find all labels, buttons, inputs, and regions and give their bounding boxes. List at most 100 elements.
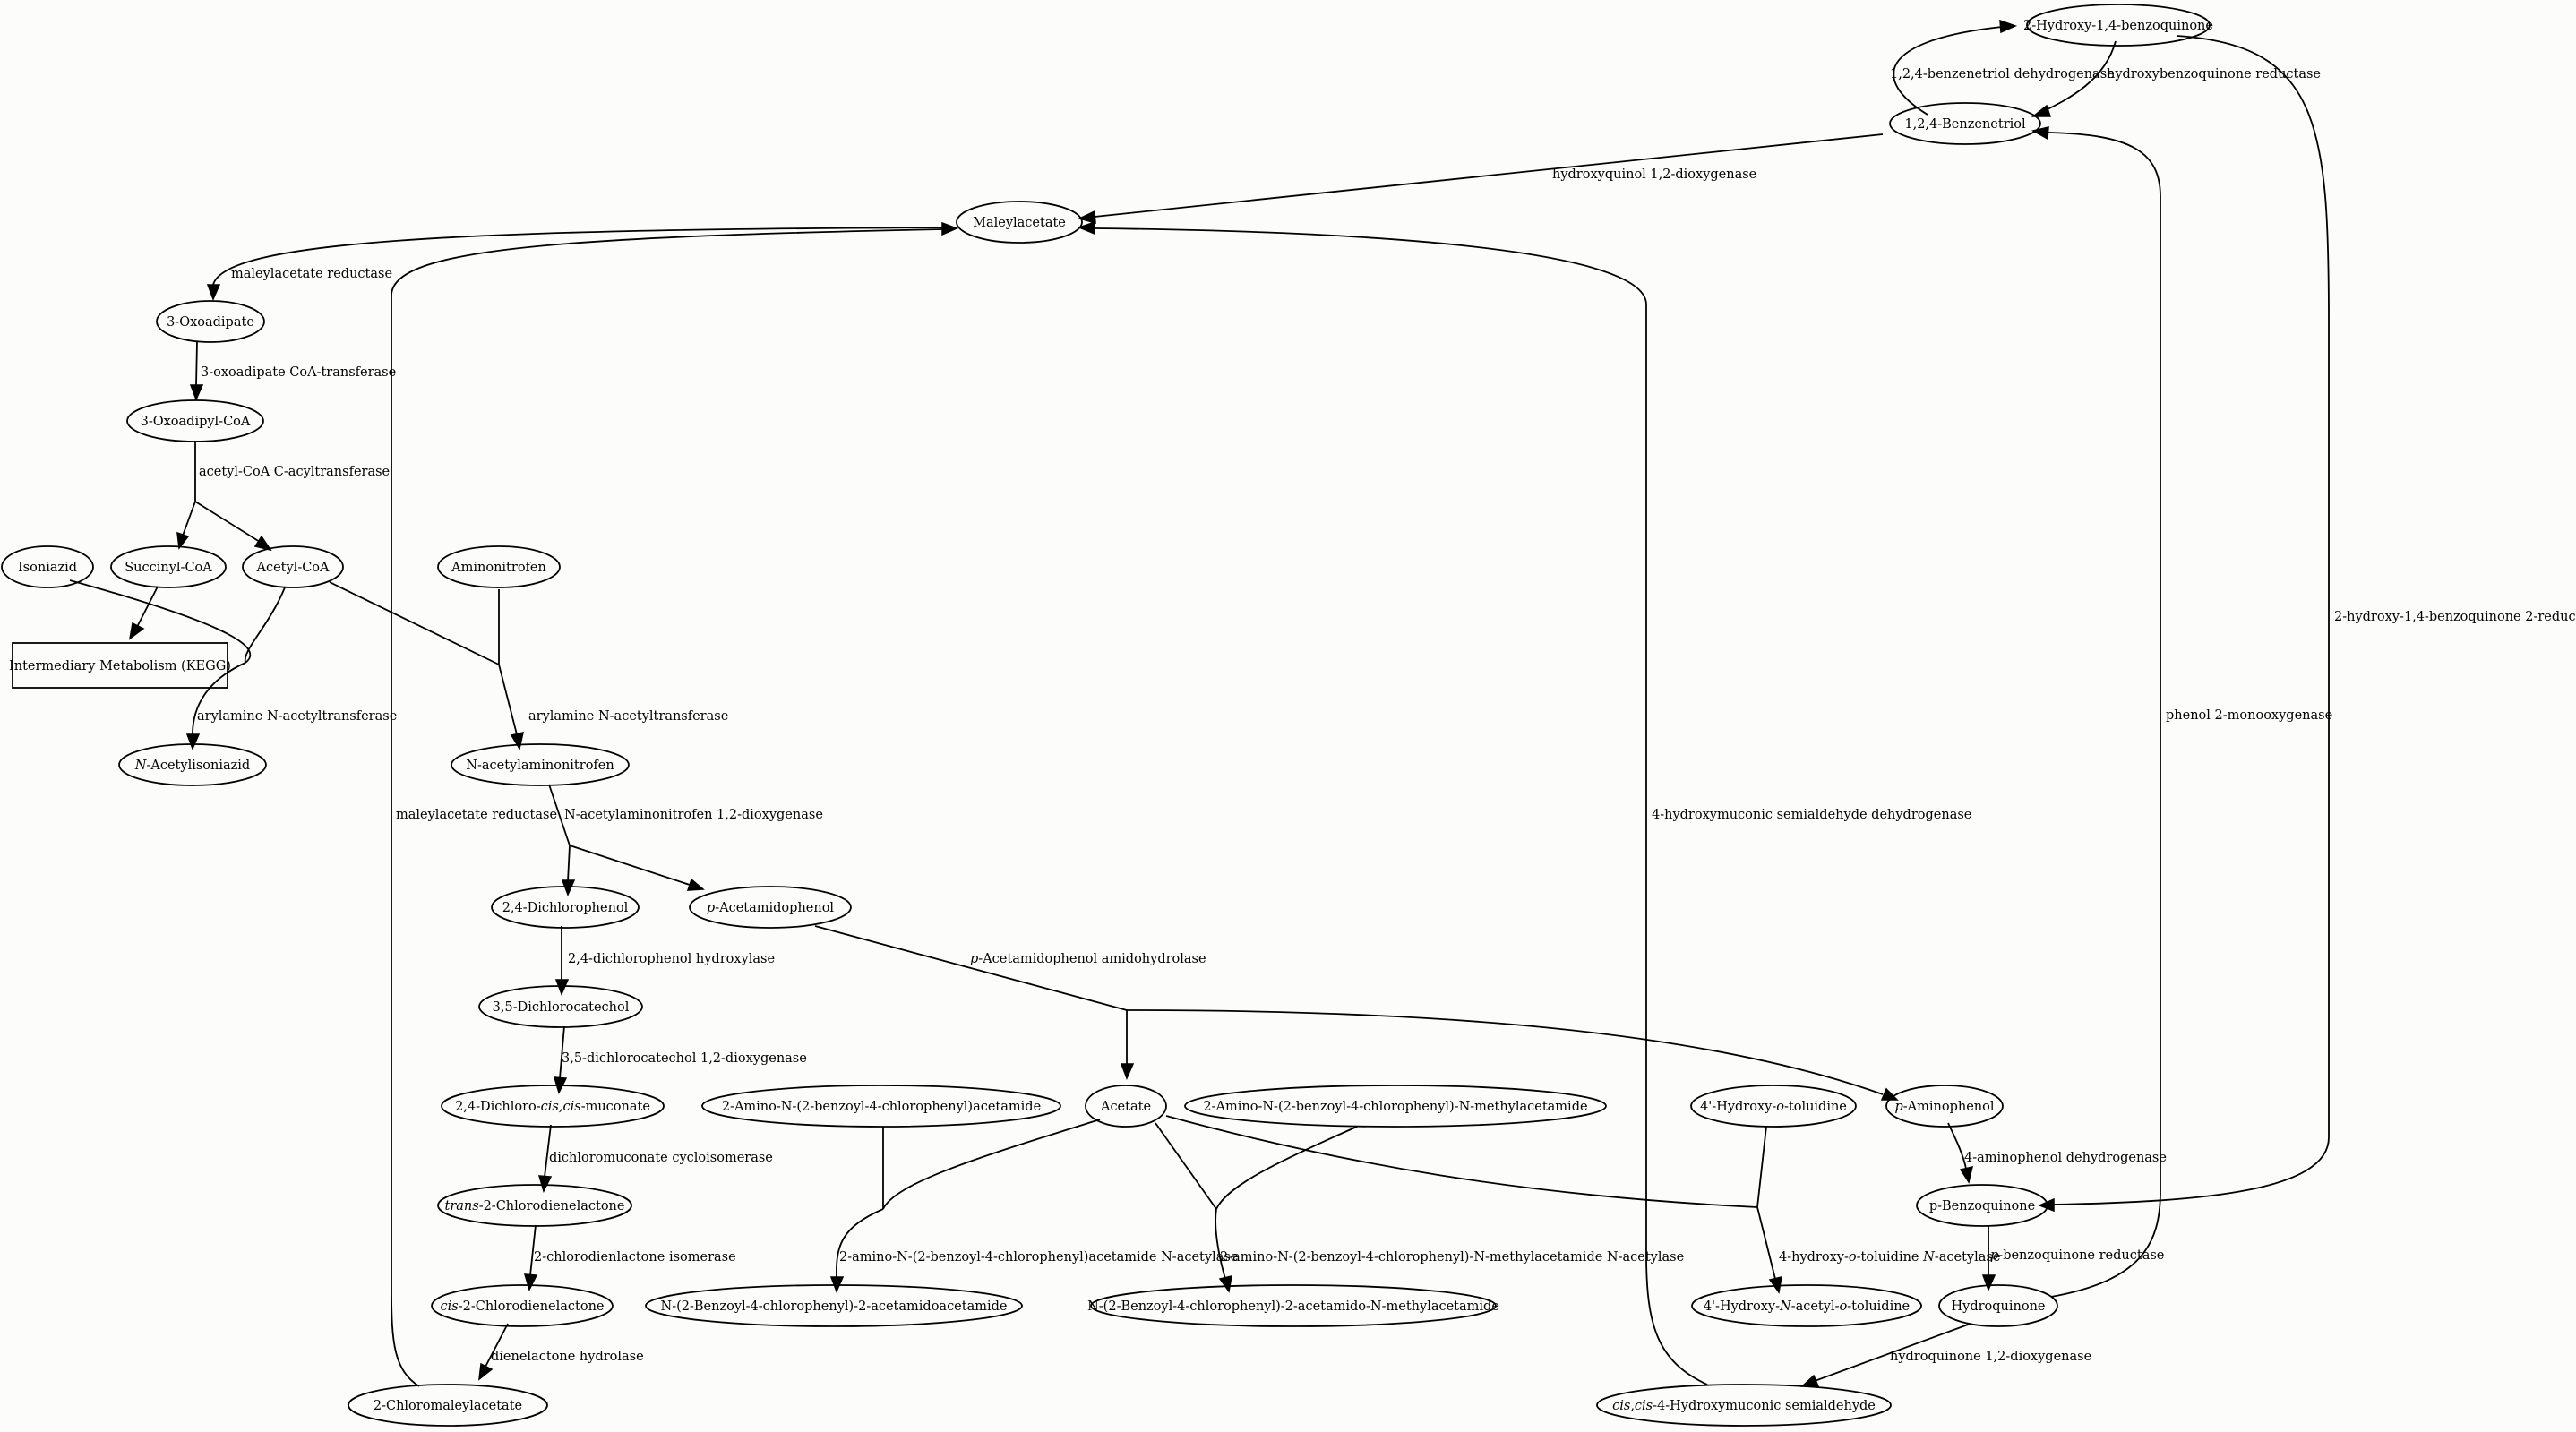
- label-part: hydroquinone 1,2-dioxygenase: [1890, 1350, 2091, 1364]
- label-part: -2-Chlorodienelactone: [479, 1199, 625, 1213]
- node-aminomethylacetamide: 2-Amino-N-(2-benzoyl-4-chlorophenyl)-N-m…: [1184, 1085, 1607, 1128]
- label-italic-part: N: [134, 759, 148, 773]
- node-pbenzoquinone: p-Benzoquinone: [1916, 1184, 2048, 1227]
- node-dichlorophenol: 2,4-Dichlorophenol: [491, 886, 640, 929]
- node-succinylcoa: Succinyl-CoA: [110, 545, 227, 588]
- label-part: phenol 2-monooxygenase: [2166, 708, 2332, 723]
- label-part: -toluidine: [1847, 1299, 1910, 1314]
- svg-text:1,2,4-Benzenetriol: 1,2,4-Benzenetriol: [1904, 117, 2026, 132]
- nodes: 2-Hydroxy-1,4-benzoquinone 1,2,4-Benzene…: [1, 4, 2213, 1427]
- label-part: Isoniazid: [18, 561, 77, 575]
- label-part: 3,5-dichlorocatechol 1,2-dioxygenase: [562, 1051, 807, 1066]
- edge-label: hydroquinone 1,2-dioxygenase: [1890, 1350, 2091, 1364]
- label-part: acetyl-CoA C-acyltransferase: [199, 465, 390, 479]
- edge-label: maleylacetate reductase: [396, 808, 557, 822]
- node-cischlorodienelactone: cis-2-Chlorodienelactone: [431, 1284, 614, 1327]
- edge-hydroxybenzoquinone-to-pbenzoquinone: [2038, 35, 2330, 1213]
- svg-text:hydroquinone 1,2-dioxygenase: hydroquinone 1,2-dioxygenase: [1890, 1350, 2091, 1364]
- svg-text:p-Aminophenol: p-Aminophenol: [1894, 1100, 1994, 1114]
- node-dichloromuconate: 2,4-Dichloro-cis,cis-muconate: [441, 1085, 665, 1128]
- edges: 1,2,4-benzenetriol dehydrogenase hydroxy…: [69, 19, 2576, 1387]
- svg-text:Intermediary Metabolism (KEGG): Intermediary Metabolism (KEGG): [9, 659, 231, 673]
- svg-text:p-Acetamidophenol: p-Acetamidophenol: [707, 901, 835, 915]
- svg-text:2-chlorodienlactone isomerase: 2-chlorodienlactone isomerase: [534, 1250, 736, 1265]
- svg-text:2-hydroxy-1,4-benzoquinone 2-r: 2-hydroxy-1,4-benzoquinone 2-reductase: [2334, 610, 2576, 624]
- edge-label: phenol 2-monooxygenase: [2166, 708, 2332, 723]
- svg-text:2-Hydroxy-1,4-benzoquinone: 2-Hydroxy-1,4-benzoquinone: [2023, 19, 2213, 33]
- svg-text:p-Acetamidophenol amidohydrola: p-Acetamidophenol amidohydrolase: [970, 952, 1206, 966]
- edge-label: dienelactone hydrolase: [491, 1350, 644, 1364]
- svg-text:Succinyl-CoA: Succinyl-CoA: [125, 561, 212, 575]
- label-italic-part: cis,cis: [1612, 1399, 1653, 1413]
- edge-hydroxymuconic-to-maleylacetate: [1077, 220, 1708, 1385]
- node-hydroquinone: Hydroquinone: [1938, 1284, 2058, 1327]
- label-part: 2-Chloromaleylacetate: [374, 1399, 522, 1413]
- node-maleylacetate: Maleylacetate: [956, 201, 1083, 244]
- svg-text:dienelactone hydrolase: dienelactone hydrolase: [491, 1350, 644, 1364]
- node-isoniazid: Isoniazid: [1, 545, 94, 588]
- edge-label: 4-aminophenol dehydrogenase: [1964, 1151, 2167, 1165]
- label-part: 2-Amino-N-(2-benzoyl-4-chlorophenyl)-N-m…: [1203, 1100, 1587, 1114]
- edge-label: arylamine N-acetyltransferase: [197, 709, 397, 724]
- edge-isoniazid-to-acetylisoniazid: [69, 579, 286, 750]
- edge-label: arylamine N-acetyltransferase: [528, 709, 728, 724]
- label-part: Intermediary Metabolism (KEGG): [9, 659, 231, 673]
- edge-label: 3,5-dichlorocatechol 1,2-dioxygenase: [562, 1051, 807, 1066]
- node-aminoacetamide: 2-Amino-N-(2-benzoyl-4-chlorophenyl)acet…: [701, 1085, 1061, 1128]
- svg-text:2-amino-N-(2-benzoyl-4-chlorop: 2-amino-N-(2-benzoyl-4-chlorophenyl)-N-m…: [1220, 1250, 1684, 1265]
- node-acetamidophenol: p-Acetamidophenol: [689, 886, 852, 929]
- edge-label: hydroxybenzoquinone reductase: [2107, 67, 2321, 81]
- edge-muconate-to-transchlorodienelactone: [537, 1124, 553, 1194]
- label-part: Acetyl-CoA: [255, 561, 330, 575]
- edge-benzoquinone-to-hydroquinone: [1981, 1225, 1996, 1291]
- node-hydroxybenzoquinone: 2-Hydroxy-1,4-benzoquinone: [2023, 4, 2213, 47]
- edge-acetamidophenol-split: [814, 925, 1899, 1101]
- svg-text:cis-2-Chlorodienelactone: cis-2-Chlorodienelactone: [441, 1299, 605, 1314]
- svg-text:3-Oxoadipyl-CoA: 3-Oxoadipyl-CoA: [141, 415, 251, 429]
- edge-aminophenol-to-benzoquinone: [1947, 1122, 1974, 1184]
- edge-aminoacetamide-acetylation: [829, 1119, 1101, 1293]
- edge-succinylcoa-to-kegg: [128, 586, 159, 640]
- svg-text:arylamine N-acetyltransferase: arylamine N-acetyltransferase: [528, 709, 728, 724]
- label-part: Aminonitrofen: [451, 561, 546, 575]
- node-acetamidoacetamide: N-(2-Benzoyl-4-chlorophenyl)-2-acetamido…: [645, 1284, 1023, 1327]
- label-part: 3-Oxoadipate: [167, 315, 254, 330]
- label-part: 4-aminophenol dehydrogenase: [1964, 1151, 2167, 1165]
- label-part: 2-hydroxy-1,4-benzoquinone 2-reductase: [2334, 610, 2576, 624]
- edge-label: dichloromuconate cycloisomerase: [549, 1151, 773, 1165]
- label-part: N-(2-Benzoyl-4-chlorophenyl)-2-acetamido…: [661, 1299, 1008, 1314]
- svg-text:4-aminophenol dehydrogenase: 4-aminophenol dehydrogenase: [1964, 1151, 2167, 1165]
- svg-text:N-Acetylisoniazid: N-Acetylisoniazid: [134, 759, 250, 773]
- label-part: -benzoquinone reductase: [1998, 1248, 2164, 1263]
- svg-text:3-oxoadipate CoA-transferase: 3-oxoadipate CoA-transferase: [201, 365, 396, 380]
- edge-oxoadipylcoa-split: [176, 441, 272, 552]
- node-acetylaminonitrofen: N-acetylaminonitrofen: [451, 743, 630, 786]
- label-part: 2-chlorodienlactone isomerase: [534, 1250, 736, 1265]
- label-part: dichloromuconate cycloisomerase: [549, 1151, 773, 1165]
- label-part: 4-hydroxymuconic semialdehyde dehydrogen…: [1652, 808, 1971, 822]
- svg-text:trans-2-Chlorodienelactone: trans-2-Chlorodienelactone: [445, 1199, 625, 1213]
- svg-text:Acetyl-CoA: Acetyl-CoA: [255, 561, 330, 575]
- svg-text:1,2,4-benzenetriol dehydrogena: 1,2,4-benzenetriol dehydrogenase: [1890, 67, 2115, 81]
- label-part: 4'-Hydroxy-: [1704, 1299, 1780, 1314]
- label-part: -2-Chlorodienelactone: [459, 1299, 605, 1314]
- node-acetate: Acetate: [1085, 1085, 1167, 1128]
- label-part: arylamine N-acetyltransferase: [197, 709, 397, 724]
- svg-text:N-(2-Benzoyl-4-chlorophenyl)-2: N-(2-Benzoyl-4-chlorophenyl)-2-acetamido…: [1087, 1299, 1499, 1314]
- node-transchlorodienelactone: trans-2-Chlorodienelactone: [437, 1184, 632, 1227]
- svg-text:acetyl-CoA C-acyltransferase: acetyl-CoA C-acyltransferase: [199, 465, 390, 479]
- svg-text:Hydroquinone: Hydroquinone: [1951, 1299, 2045, 1314]
- node-hydroxytoluidine: 4'-Hydroxy-o-toluidine: [1690, 1085, 1857, 1128]
- svg-text:phenol 2-monooxygenase: phenol 2-monooxygenase: [2166, 708, 2332, 723]
- edge-benzenetriol-to-maleylacetate: [1077, 133, 1884, 225]
- edge-label: p-Acetamidophenol amidohydrolase: [970, 952, 1206, 966]
- node-benzenetriol: 1,2,4-Benzenetriol: [1889, 102, 2041, 145]
- svg-text:3,5-Dichlorocatechol: 3,5-Dichlorocatechol: [493, 1000, 630, 1015]
- label-part: -4-Hydroxymuconic semialdehyde: [1653, 1399, 1876, 1413]
- edge-acetylaminonitrofen-split: [548, 784, 705, 896]
- label-italic-part: N: [1779, 1299, 1792, 1314]
- label-italic-part: cis,cis: [541, 1100, 581, 1114]
- node-oxoadipylcoa: 3-Oxoadipyl-CoA: [126, 399, 264, 442]
- label-part: -acetyl-: [1791, 1299, 1840, 1314]
